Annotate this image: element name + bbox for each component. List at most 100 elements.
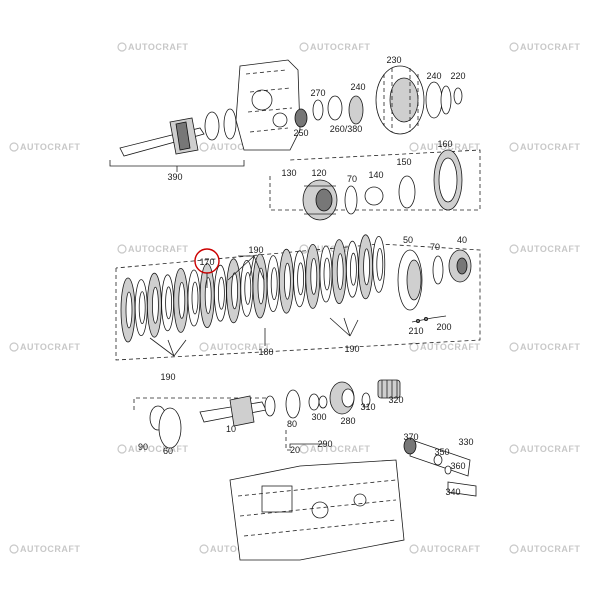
svg-text:AUTOCRAFT: AUTOCRAFT xyxy=(310,42,370,52)
callout-20: 20 xyxy=(290,445,300,455)
springs-210-200 xyxy=(411,315,447,323)
callout-240-a: 240 xyxy=(350,82,365,92)
disc-bore xyxy=(138,291,146,325)
svg-text:AUTOCRAFT: AUTOCRAFT xyxy=(20,142,80,152)
svg-text:AUTOCRAFT: AUTOCRAFT xyxy=(420,544,480,554)
ring-310 xyxy=(361,392,371,408)
callout-360: 360 xyxy=(450,461,465,471)
callout-60: 60 xyxy=(163,446,173,456)
ring-70 xyxy=(432,255,444,285)
svg-text:AUTOCRAFT: AUTOCRAFT xyxy=(420,142,480,152)
watermark: AUTOCRAFT xyxy=(509,544,580,554)
callout-80: 80 xyxy=(287,419,297,429)
callout-210: 210 xyxy=(408,326,423,336)
gear-ring-160 xyxy=(433,149,463,211)
callout-310: 310 xyxy=(360,402,375,412)
watermark: AUTOCRAFT xyxy=(117,444,188,454)
spring-320 xyxy=(377,379,401,399)
transmission-case xyxy=(229,459,405,561)
callout-300: 300 xyxy=(311,412,326,422)
watermark: AUTOCRAFT xyxy=(9,142,80,152)
housing-plate xyxy=(235,59,301,151)
ring-150 xyxy=(398,175,416,209)
disc-bore xyxy=(310,257,318,295)
callout-170: 170 xyxy=(199,257,214,267)
clutch-drum-230 xyxy=(375,65,463,135)
gear-40 xyxy=(448,249,472,283)
disc-bore xyxy=(270,267,278,301)
ring-80 xyxy=(285,389,301,419)
callout-260-380: 260/380 xyxy=(330,124,363,134)
callout-220: 220 xyxy=(450,71,465,81)
callout-280: 280 xyxy=(340,416,355,426)
callout-50: 50 xyxy=(403,235,413,245)
callout-160: 160 xyxy=(437,139,452,149)
callout-190-top: 190 xyxy=(248,245,263,255)
piston-280 xyxy=(329,381,355,415)
watermark: AUTOCRAFT xyxy=(117,42,188,52)
watermark: AUTOCRAFT xyxy=(409,142,480,152)
disc-bore xyxy=(323,257,331,291)
disc-bore xyxy=(363,248,371,286)
callout-320: 320 xyxy=(388,395,403,405)
callout-230: 230 xyxy=(386,55,401,65)
watermark: AUTOCRAFT xyxy=(9,342,80,352)
disc-bore xyxy=(125,291,133,329)
watermark: AUTOCRAFT xyxy=(199,342,270,352)
disc-bore xyxy=(151,286,159,324)
callout-390: 390 xyxy=(167,172,182,182)
watermark: AUTOCRAFT xyxy=(409,544,480,554)
callout-370: 370 xyxy=(403,432,418,442)
callout-70-b: 70 xyxy=(430,242,440,252)
svg-text:AUTOCRAFT: AUTOCRAFT xyxy=(310,444,370,454)
watermark-layer: AUTOCRAFT AUTOCRAFT AUTOCRAFT AUTOCRAFT AUTO… xyxy=(9,42,580,554)
clutch-disc-stack xyxy=(120,234,386,343)
watermark: AUTOCRAFT xyxy=(509,444,580,454)
disc-bore xyxy=(336,253,344,291)
output-shaft-10 xyxy=(199,395,276,427)
disc-bore xyxy=(217,276,225,310)
input-shaft-390 xyxy=(119,108,237,157)
rings-70-140 xyxy=(344,185,384,215)
svg-text:AUTOCRAFT: AUTOCRAFT xyxy=(520,142,580,152)
callout-120: 120 xyxy=(311,168,326,178)
callout-130: 130 xyxy=(281,168,296,178)
bearing-group-250-270 xyxy=(294,95,364,128)
callout-40: 40 xyxy=(457,235,467,245)
watermark: AUTOCRAFT xyxy=(9,544,80,554)
valve-assembly-330 xyxy=(403,437,477,497)
disc-bore xyxy=(297,262,305,296)
watermark: AUTOCRAFT xyxy=(509,244,580,254)
callout-labels: 390 250 270 260/380 240 230 240 220 130 … xyxy=(138,55,474,497)
watermark: AUTOCRAFT xyxy=(299,444,370,454)
watermark: AUTOCRAFT xyxy=(509,142,580,152)
disc-bore xyxy=(204,277,212,315)
callout-200: 200 xyxy=(436,322,451,332)
piston-50 xyxy=(397,249,423,311)
callout-250: 250 xyxy=(293,128,308,138)
callout-270: 270 xyxy=(310,88,325,98)
disc-bore xyxy=(283,262,291,300)
svg-text:AUTOCRAFT: AUTOCRAFT xyxy=(420,342,480,352)
svg-text:AUTOCRAFT: AUTOCRAFT xyxy=(210,342,270,352)
disc-bore xyxy=(165,286,173,320)
watermark: AUTOCRAFT xyxy=(117,244,188,254)
callout-330: 330 xyxy=(458,437,473,447)
washers-300 xyxy=(308,393,328,411)
gear-120 xyxy=(302,179,338,221)
svg-text:AUTOCRAFT: AUTOCRAFT xyxy=(520,544,580,554)
disc-bore xyxy=(349,252,357,286)
callout-240-b: 240 xyxy=(426,71,441,81)
disc-bore xyxy=(231,272,239,310)
svg-text:AUTOCRAFT: AUTOCRAFT xyxy=(128,42,188,52)
callout-150: 150 xyxy=(396,157,411,167)
callout-350: 350 xyxy=(434,447,449,457)
disc-bore xyxy=(376,247,384,281)
watermark: AUTOCRAFT xyxy=(409,342,480,352)
callout-70-a: 70 xyxy=(347,174,357,184)
svg-text:AUTOCRAFT: AUTOCRAFT xyxy=(128,444,188,454)
ring-60 xyxy=(158,407,182,449)
callout-140: 140 xyxy=(368,170,383,180)
svg-text:AUTOCRAFT: AUTOCRAFT xyxy=(210,142,270,152)
